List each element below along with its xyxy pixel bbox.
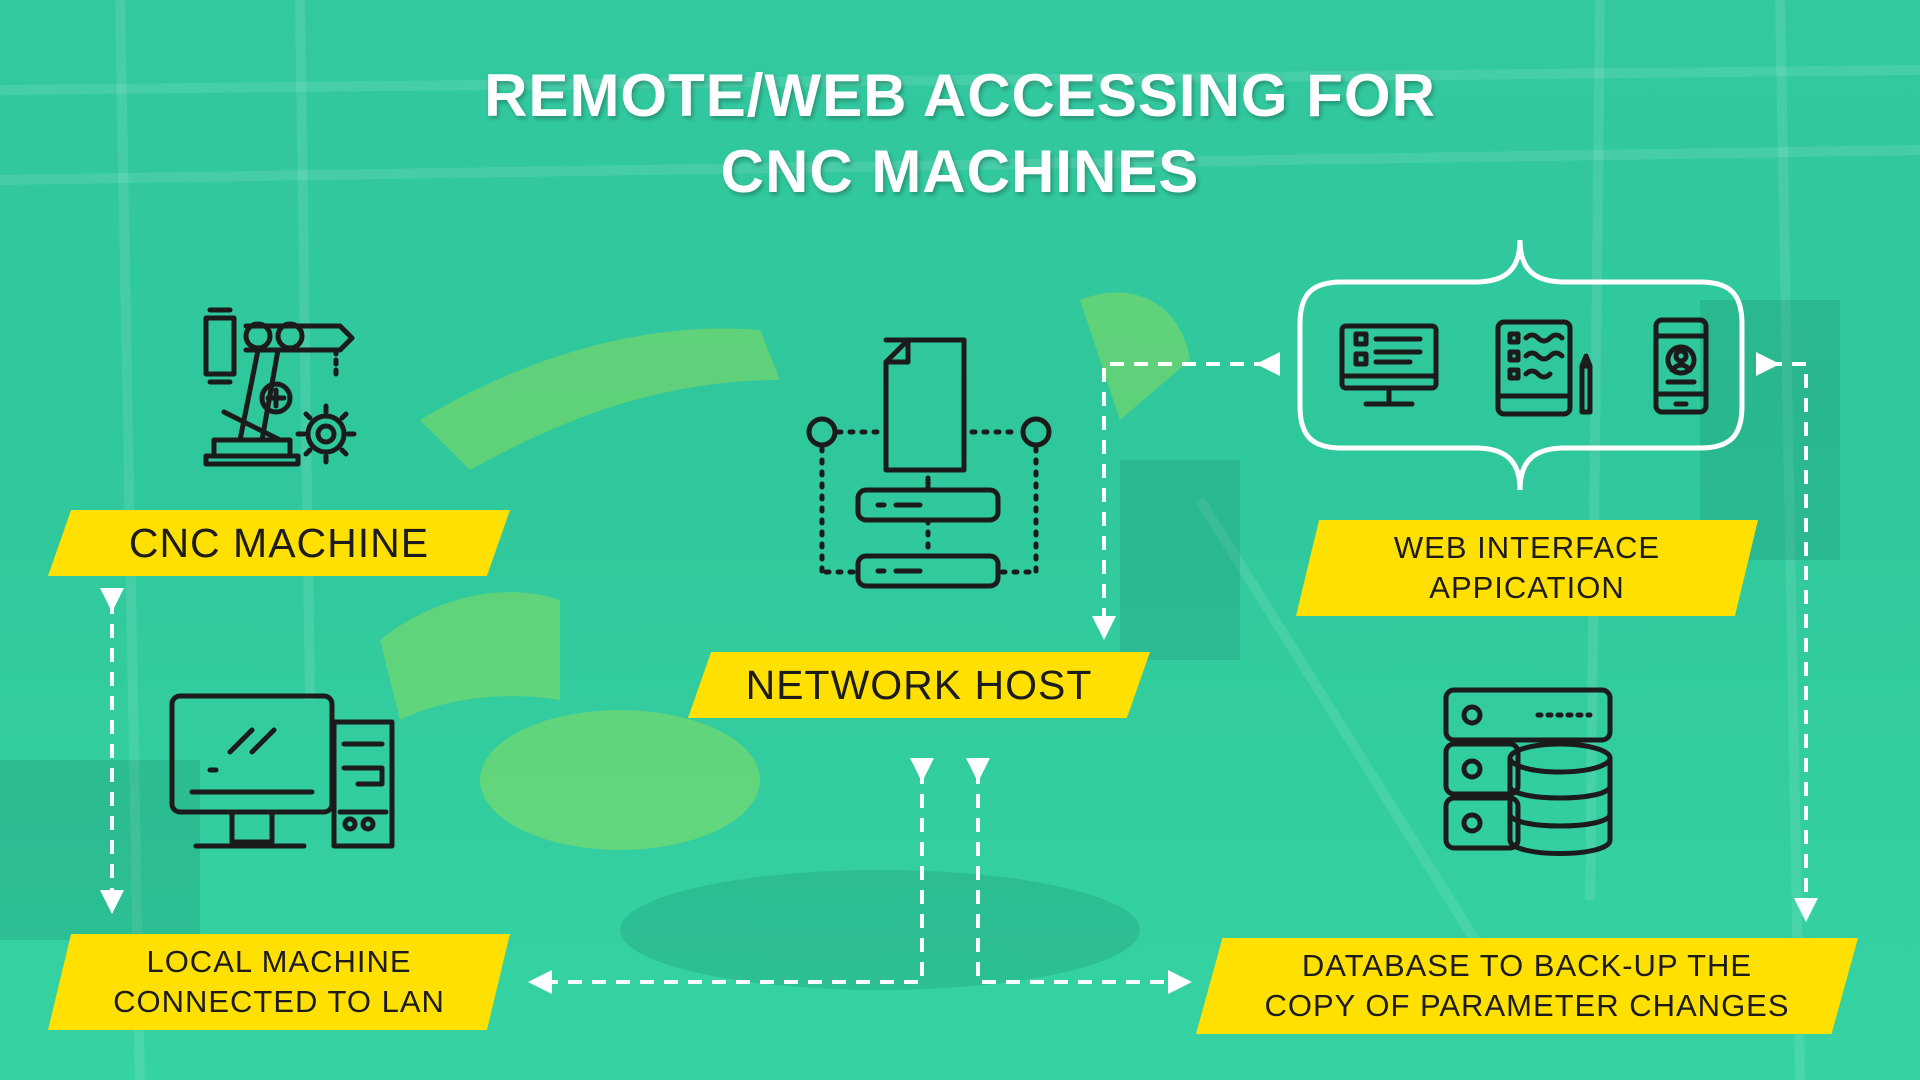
label-web-interface-line-2: APPICATION [1429, 570, 1625, 605]
title-line-1: REMOTE/WEB ACCESSING FOR [484, 62, 1436, 129]
smartphone-profile-icon [1653, 317, 1709, 415]
label-database-line-2: COPY OF PARAMETER CHANGES [1264, 988, 1790, 1023]
label-local-machine-line-1: LOCAL MACHINE [146, 944, 412, 979]
label-database-line-1: DATABASE TO BACK-UP THE [1301, 948, 1753, 983]
label-local-machine: LOCAL MACHINE CONNECTED TO LAN [48, 934, 510, 1030]
label-web-interface-line-1: WEB INTERFACE [1393, 530, 1661, 565]
connector-host-database [966, 758, 1192, 994]
desktop-computer-icon [169, 693, 395, 849]
title-line-2: CNC MACHINES [720, 138, 1200, 205]
connector-web-database [1756, 352, 1818, 922]
label-network-host: NETWORK HOST [688, 652, 1150, 718]
label-web-interface: WEB INTERFACE APPICATION [1296, 520, 1758, 616]
tablet-form-icon [1495, 319, 1593, 417]
database-server-icon [1443, 687, 1613, 856]
web-interface-brace [1297, 239, 1745, 491]
connector-web-host [1092, 352, 1280, 640]
label-network-host-text: NETWORK HOST [745, 661, 1093, 708]
label-database: DATABASE TO BACK-UP THE COPY OF PARAMETE… [1196, 938, 1858, 1034]
robot-arm-icon [203, 307, 357, 467]
diagram-title: REMOTE/WEB ACCESSING FOR CNC MACHINES [0, 58, 1920, 210]
label-cnc-machine: CNC MACHINE [48, 510, 510, 576]
monitor-checklist-icon [1339, 323, 1439, 407]
label-cnc-machine-text: CNC MACHINE [128, 519, 430, 566]
server-document-icon [806, 337, 1052, 589]
label-local-machine-line-2: CONNECTED TO LAN [113, 984, 445, 1019]
connector-host-local [528, 758, 934, 994]
